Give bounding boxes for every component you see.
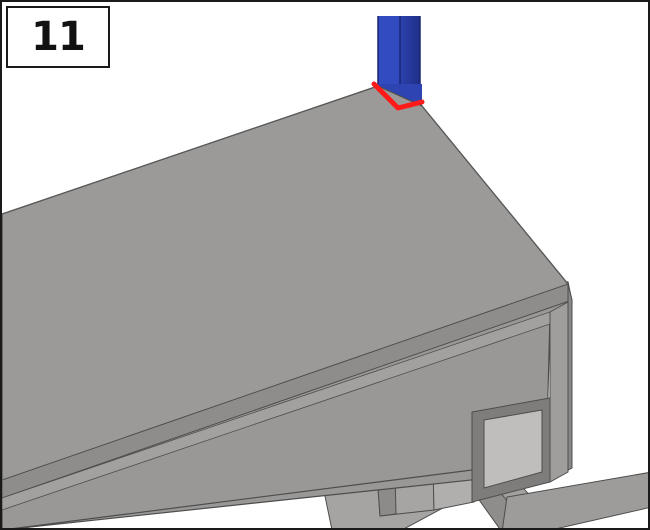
box-body bbox=[2, 85, 573, 528]
step-number-box: 11 bbox=[6, 6, 110, 68]
step-number: 11 bbox=[31, 14, 86, 60]
highlighted-corner bbox=[371, 81, 425, 111]
